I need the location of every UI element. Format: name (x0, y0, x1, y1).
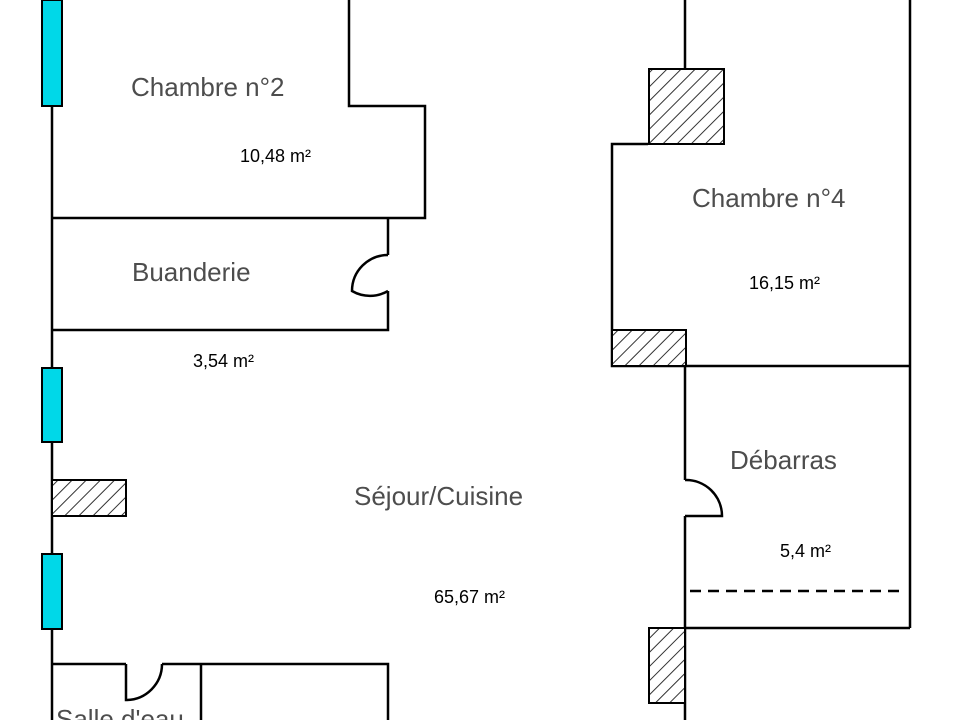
hatched-column-mid (611, 329, 687, 367)
salle-eau-walls (52, 662, 390, 720)
buanderie-walls (52, 218, 390, 332)
hatched-column-bottom (648, 627, 686, 704)
chambre-2-walls (52, 0, 427, 220)
hatched-column-left (51, 479, 127, 517)
window-3 (41, 553, 63, 630)
debarras-label: Débarras (730, 445, 837, 475)
chambre-2-label: Chambre n°2 (131, 72, 284, 102)
chambre-4-area: 16,15 m² (749, 273, 820, 293)
windows (41, 0, 63, 630)
sejour-cuisine-label: Séjour/Cuisine (354, 481, 523, 511)
debarras-area: 5,4 m² (780, 541, 831, 561)
chambre-2-area: 10,48 m² (240, 146, 311, 166)
sejour-cuisine-area: 65,67 m² (434, 587, 505, 607)
buanderie-label: Buanderie (132, 257, 251, 287)
chambre-4-label: Chambre n°4 (692, 183, 845, 213)
salle-eau-label: Salle d'eau (56, 704, 184, 720)
buanderie-area: 3,54 m² (193, 351, 254, 371)
hatched-columns (51, 68, 725, 704)
room-labels: Chambre n°2 10,48 m² Buanderie 3,54 m² S… (56, 72, 845, 720)
hatched-column-top (648, 68, 725, 145)
window-1 (41, 0, 63, 107)
window-2 (41, 367, 63, 443)
